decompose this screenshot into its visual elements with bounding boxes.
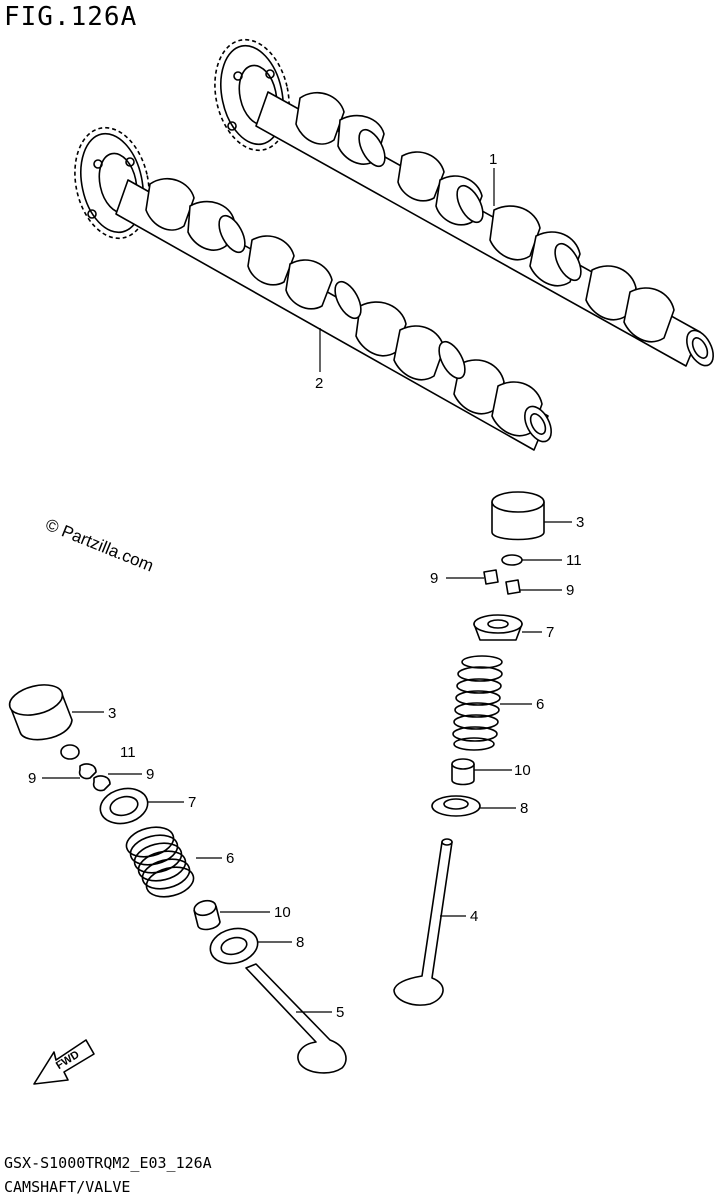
callout-11-right[interactable]: 11 <box>566 552 582 569</box>
valve-spring-left[interactable] <box>123 823 196 902</box>
camshaft-exhaust[interactable] <box>65 121 556 451</box>
valve-tappet-right[interactable] <box>491 491 545 541</box>
callout-8-left[interactable]: 8 <box>296 934 304 951</box>
valve-cotter-left-a[interactable] <box>78 763 97 780</box>
model-code: GSX-S1000TRQM2_E03_126A <box>4 1154 212 1172</box>
valve-retainer-left[interactable] <box>97 784 152 829</box>
callout-7-left[interactable]: 7 <box>188 794 196 811</box>
valve-intake[interactable] <box>393 838 453 1006</box>
valve-spring-seat-left[interactable] <box>207 924 262 969</box>
callout-9-right-left[interactable]: 9 <box>430 570 438 587</box>
callout-2[interactable]: 2 <box>315 375 323 392</box>
callout-9-right-right[interactable]: 9 <box>566 582 574 599</box>
callout-9-left-right[interactable]: 9 <box>146 766 154 783</box>
valve-shim-left[interactable] <box>60 744 80 760</box>
callout-3-left[interactable]: 3 <box>108 705 116 722</box>
valve-shim-right[interactable] <box>501 554 523 566</box>
valve-exhaust[interactable] <box>245 963 347 1074</box>
callout-6-left[interactable]: 6 <box>226 850 234 867</box>
callout-8-right[interactable]: 8 <box>520 800 528 817</box>
valve-spring-seat-right[interactable] <box>431 795 481 817</box>
callout-4[interactable]: 4 <box>470 908 478 925</box>
valve-stem-seal-left[interactable] <box>193 899 221 931</box>
callout-9-left-left[interactable]: 9 <box>28 770 36 787</box>
valve-retainer-right[interactable] <box>473 614 523 641</box>
direction-arrow: FWD <box>33 1039 95 1085</box>
callout-10-right[interactable]: 10 <box>514 762 531 779</box>
callout-1[interactable]: 1 <box>489 151 497 168</box>
callout-7-right[interactable]: 7 <box>546 624 554 641</box>
camshaft-intake[interactable] <box>205 33 716 370</box>
callout-6-right[interactable]: 6 <box>536 696 544 713</box>
callout-5[interactable]: 5 <box>336 1004 344 1021</box>
callout-10-left[interactable]: 10 <box>274 904 291 921</box>
valve-tappet-left[interactable] <box>6 680 73 741</box>
figure-title: FIG.126A <box>4 2 138 32</box>
valve-cotter-left-b[interactable] <box>92 775 111 792</box>
valve-stem-seal-right[interactable] <box>451 758 475 786</box>
callout-11-left[interactable]: 11 <box>120 744 136 761</box>
callout-3-right[interactable]: 3 <box>576 514 584 531</box>
valve-spring-right[interactable] <box>452 655 503 751</box>
diagram-subtitle: CAMSHAFT/VALVE <box>4 1178 131 1196</box>
valve-cotter-right-a[interactable] <box>483 569 499 585</box>
valve-cotter-right-b[interactable] <box>505 579 521 595</box>
